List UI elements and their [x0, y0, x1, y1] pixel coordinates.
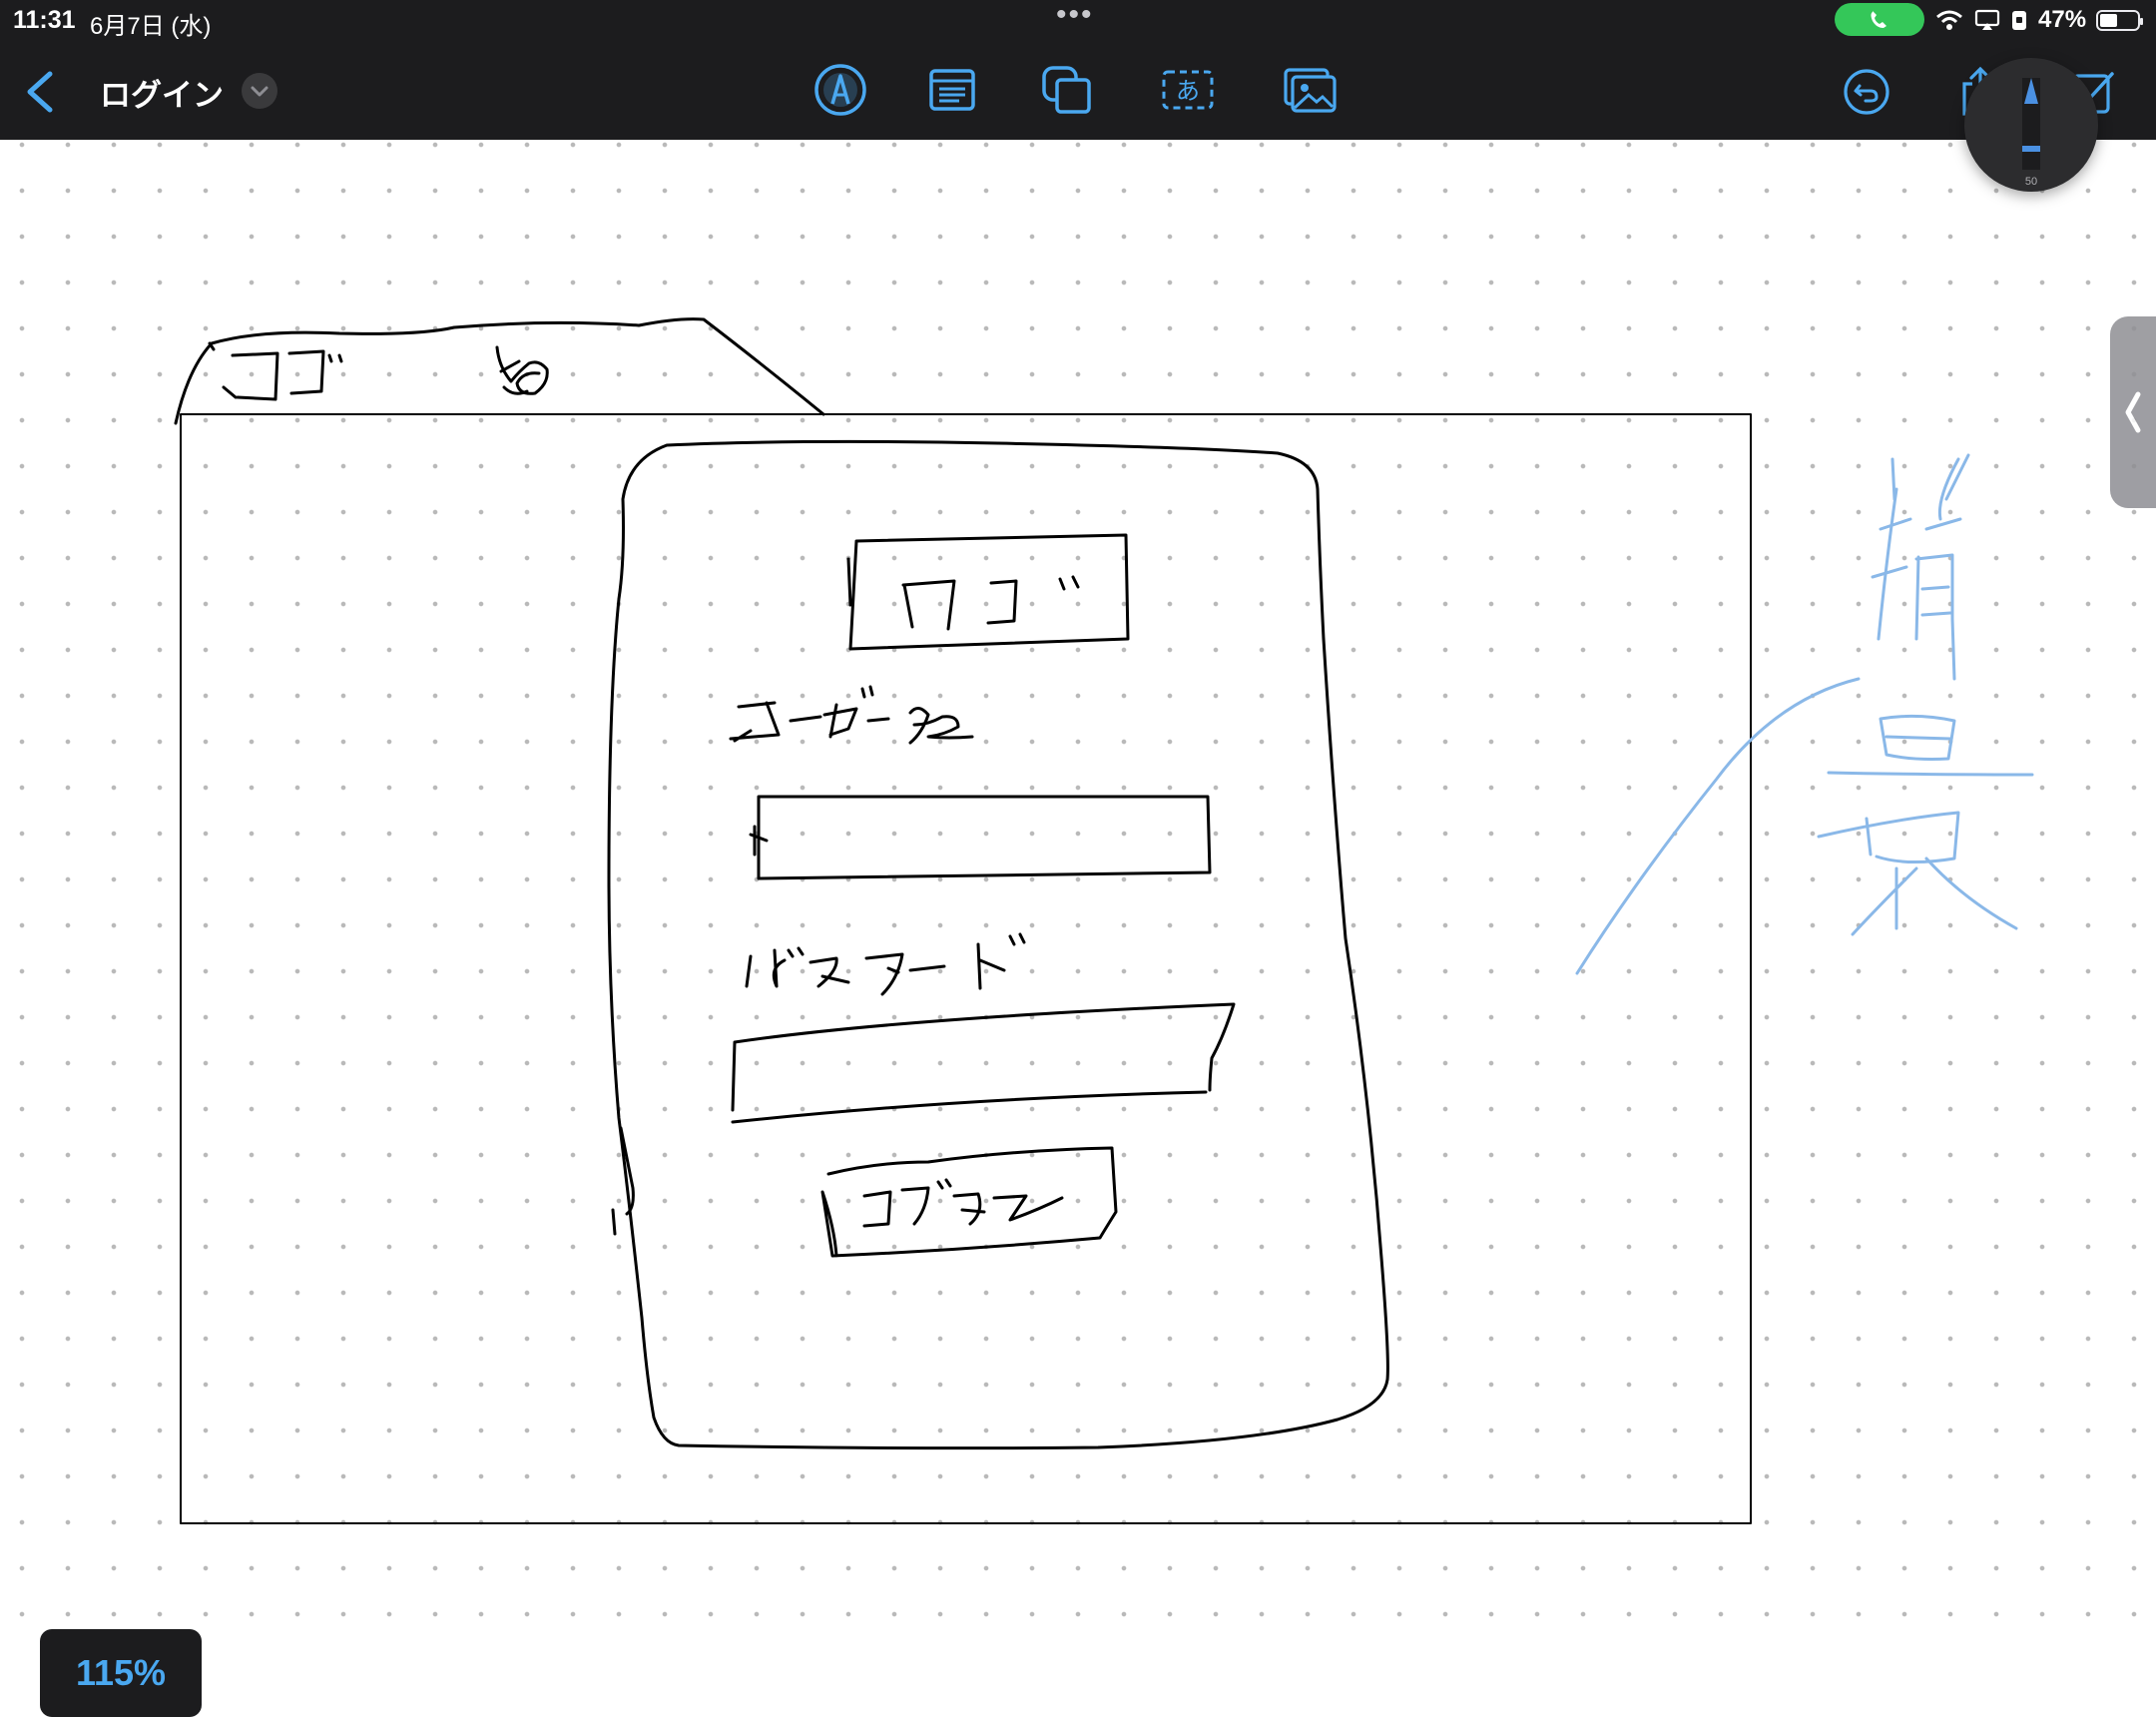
sidebar-handle[interactable] [2110, 316, 2156, 508]
drawing-canvas[interactable]: 115% [0, 140, 2156, 1717]
shapes-icon[interactable] [1039, 62, 1097, 118]
logo-box-scribble [901, 575, 1080, 631]
battery-icon [2096, 9, 2144, 31]
orientation-lock-icon [2012, 11, 2026, 30]
pen-tool-icon[interactable] [811, 62, 869, 118]
logo-box [846, 533, 1130, 651]
image-icon[interactable] [1281, 62, 1339, 118]
login-card-outline [607, 439, 1389, 1450]
background-annotation [1575, 453, 2034, 975]
document-title[interactable]: ログイン [100, 78, 224, 113]
password-label-scribble [745, 932, 1026, 996]
pencil-icon [2022, 78, 2040, 170]
call-indicator[interactable] [1835, 3, 1924, 36]
status-date: 6月7日 (水) [90, 13, 212, 40]
annotation-arrow [1575, 677, 1861, 975]
chevron-down-icon [251, 86, 269, 97]
text-document-icon[interactable] [923, 62, 981, 118]
chevron-left-icon [2125, 391, 2141, 433]
page-frame [180, 413, 1752, 1524]
multitasking-dots-icon[interactable]: ••• [1056, 0, 1094, 31]
top-bar: 11:31 6月7日 (水) ••• 47% ログイン [0, 0, 2156, 140]
text-box-icon[interactable]: あ [1159, 62, 1217, 118]
battery-fill [2100, 13, 2117, 27]
wifi-icon [1936, 10, 1962, 30]
status-indicators: 47% [1934, 5, 2144, 35]
tab-sketch [174, 317, 825, 425]
phone-icon [1871, 11, 1886, 28]
annotation-char-1 [1871, 453, 1970, 681]
pencil-tool-picker[interactable]: 50 [1964, 58, 2098, 192]
pencil-size-label: 50 [2024, 176, 2038, 188]
zoom-level-badge[interactable]: 115% [40, 1629, 202, 1717]
undo-icon[interactable] [1841, 66, 1892, 118]
annotation-char-2 [1817, 714, 2034, 936]
sketch-drawing [174, 317, 2034, 1524]
title-menu-button[interactable] [242, 73, 277, 109]
username-field-sketch [749, 795, 1212, 880]
password-field-sketch [731, 1002, 1236, 1124]
back-chevron-icon[interactable] [20, 66, 60, 118]
tab-title-scribble [495, 345, 549, 395]
tab-logo-scribble [222, 351, 279, 401]
login-button-scribble [862, 1178, 1064, 1228]
battery-percent: 47% [2038, 6, 2087, 33]
username-label-scribble [729, 685, 974, 745]
login-button-sketch [820, 1146, 1118, 1258]
svg-text:あ: あ [1176, 77, 1200, 105]
airplay-icon [1974, 9, 2000, 30]
status-time: 11:31 [13, 6, 76, 34]
